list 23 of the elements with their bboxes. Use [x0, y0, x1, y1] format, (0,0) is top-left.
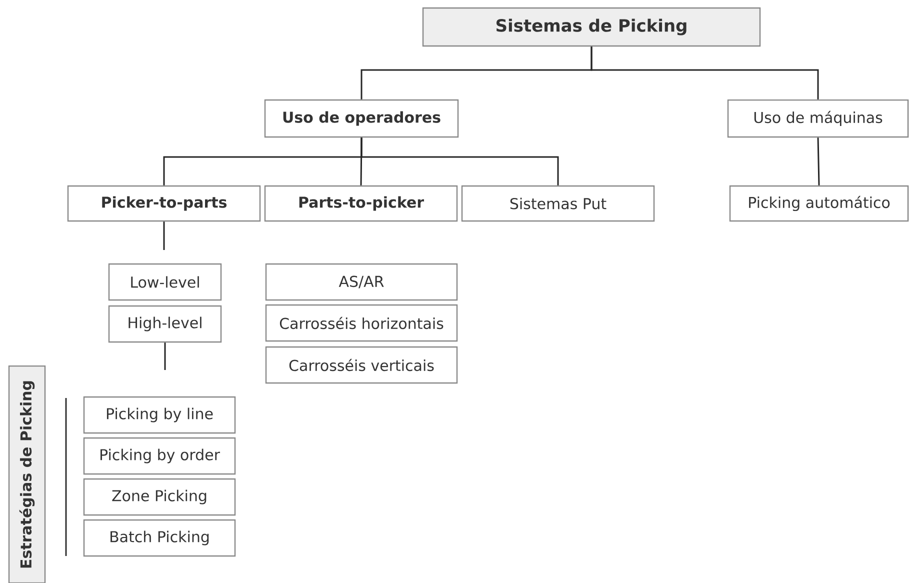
- connector: [360, 138, 559, 186]
- category-box: Carrosséis verticais: [265, 346, 458, 384]
- category-box: Carrosséis horizontais: [265, 304, 458, 342]
- category-box: Picker-to-parts: [67, 185, 261, 222]
- category-box: Sistemas Put: [461, 185, 655, 222]
- category-box: High-level: [108, 305, 222, 343]
- category-box: Zone Picking: [83, 478, 236, 516]
- category-box: Uso de operadores: [264, 99, 459, 138]
- category-box: Low-level: [108, 263, 222, 301]
- category-box: Parts-to-picker: [264, 185, 458, 222]
- category-box: Batch Picking: [83, 519, 236, 557]
- category-box: Picking by order: [83, 437, 236, 475]
- connector: [360, 138, 362, 186]
- category-box: Uso de máquinas: [727, 99, 909, 138]
- connector: [163, 222, 165, 250]
- category-box: Picking by line: [83, 396, 236, 434]
- connector: [590, 46, 819, 100]
- title-box: Sistemas de Picking: [422, 7, 761, 47]
- side-label-box: Estratégias de Picking: [8, 365, 46, 583]
- connector: [817, 138, 820, 186]
- category-box: AS/AR: [265, 263, 458, 301]
- category-box: Picking automático: [729, 185, 909, 222]
- connector: [164, 342, 166, 370]
